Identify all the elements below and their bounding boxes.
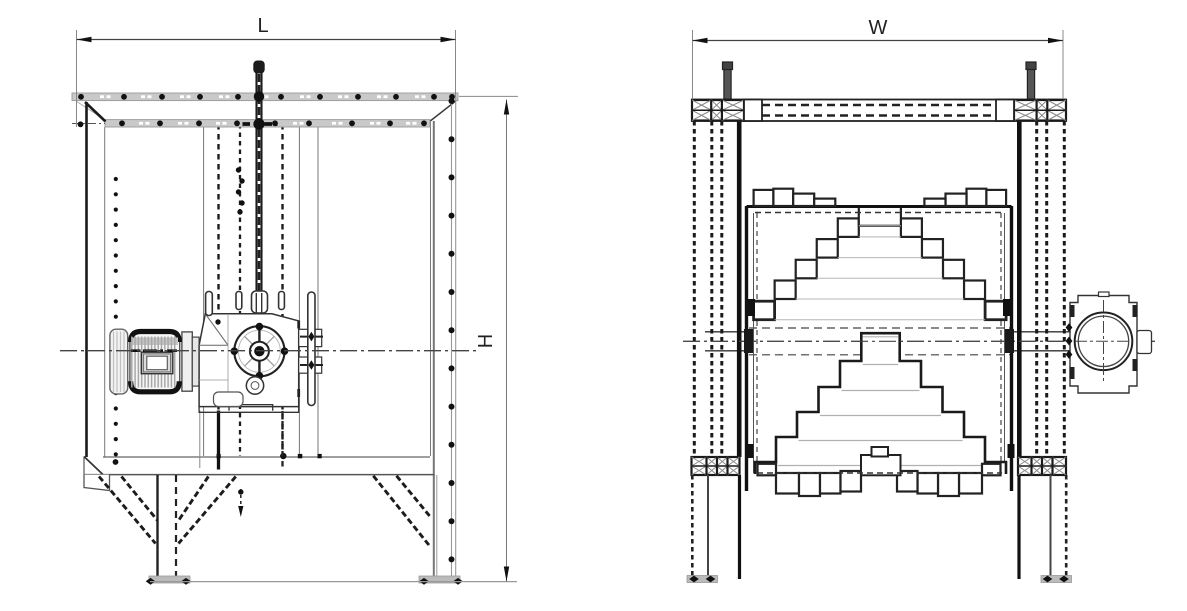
svg-text:L: L [257,15,268,37]
svg-text:W: W [869,17,888,39]
svg-text:H: H [475,334,497,348]
